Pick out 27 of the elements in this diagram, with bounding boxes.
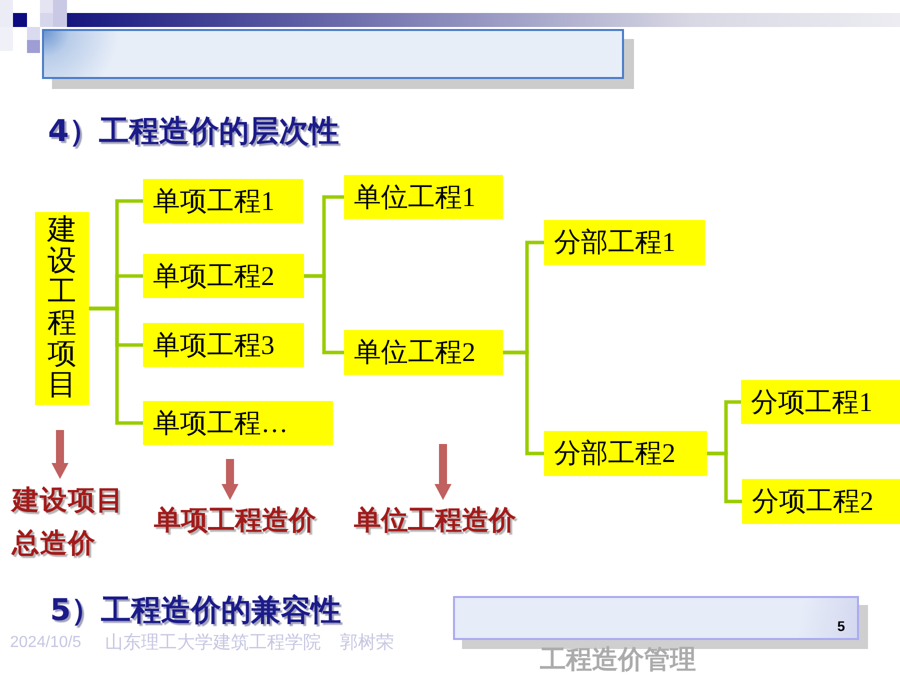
arrow	[222, 459, 238, 500]
item-box: 单项工程2	[143, 254, 304, 298]
item-box: 分项工程2	[742, 479, 900, 524]
item-box: 单项工程1	[143, 179, 303, 223]
item-box: 单项工程…	[143, 401, 333, 445]
connector-line	[503, 350, 544, 456]
item-box: 分部工程2	[544, 431, 707, 476]
item-box: 单位工程1	[344, 175, 503, 219]
item-box: 单位工程2	[344, 330, 503, 375]
item-box: 分项工程1	[741, 380, 900, 424]
heading: 4）工程造价的层次性	[48, 114, 339, 150]
item-box: 分部工程1	[544, 220, 705, 265]
heading: 5）工程造价的兼容性	[50, 593, 341, 629]
cost-label: 单位工程造价	[354, 500, 538, 542]
footer-author: 郭树荣	[340, 632, 394, 652]
footer-date: 2024/10/5	[10, 633, 82, 653]
footer-title: 工程造价管理	[540, 647, 696, 674]
connector-line	[707, 452, 742, 504]
footer-text: 山东理工大学建筑工程学院	[105, 632, 321, 652]
connector-line	[89, 306, 143, 425]
connector-line	[304, 274, 344, 354]
item-box: 建设工程项目	[35, 212, 89, 405]
cost-label: 单项工程造价	[154, 500, 338, 542]
cost-label: 建设项目总造价	[12, 479, 134, 565]
arrow	[52, 430, 68, 479]
item-box: 单项工程3	[143, 323, 304, 367]
arrow	[434, 444, 452, 500]
